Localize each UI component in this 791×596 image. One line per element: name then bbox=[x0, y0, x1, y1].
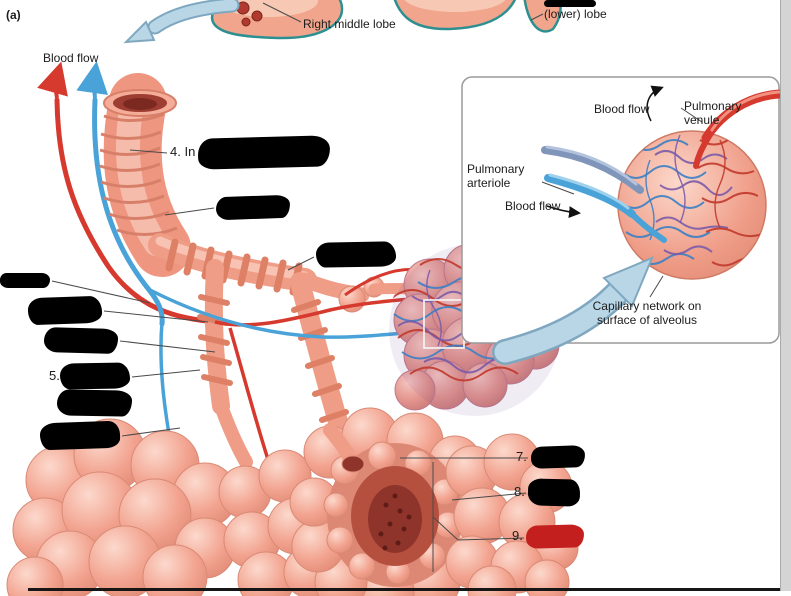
label-inset-blood-flow-bottom: Blood flow bbox=[505, 199, 561, 213]
label-capillary-network-caption: Capillary network on surface of alveolus bbox=[592, 299, 702, 328]
label-blood-flow-main: Blood flow bbox=[43, 51, 99, 65]
redacted-label bbox=[315, 241, 397, 268]
blood-flow-arrow-top bbox=[646, 85, 664, 122]
label-right-middle-lobe: Right middle lobe bbox=[303, 17, 396, 31]
alveolar-cluster-left bbox=[6, 418, 238, 596]
redacted-label bbox=[527, 478, 581, 507]
page-edge-line bbox=[780, 0, 781, 591]
inset-box bbox=[461, 76, 784, 344]
leader-lines bbox=[51, 2, 544, 572]
redacted-label bbox=[215, 194, 291, 221]
blood-flow-arrow-bottom bbox=[546, 205, 581, 219]
redacted-label bbox=[43, 327, 119, 354]
label-lower-lobe: (lower) lobe bbox=[544, 7, 607, 21]
label-item-9: 9. bbox=[512, 528, 523, 543]
zoom-arrow-inset bbox=[492, 256, 654, 365]
pulmonary-vessels bbox=[54, 97, 218, 327]
redacted-label-red bbox=[525, 524, 585, 549]
scrollbar-strip[interactable] bbox=[781, 0, 791, 591]
redacted-label bbox=[197, 135, 331, 170]
redacted-label bbox=[27, 295, 103, 326]
zoom-arrow-top bbox=[123, 0, 240, 44]
redacted-label bbox=[59, 362, 131, 390]
label-pulmonary-venule: Pulmonary venule bbox=[684, 99, 742, 128]
panel-label: (a) bbox=[6, 8, 21, 22]
redacted-label bbox=[530, 445, 586, 469]
redacted-label bbox=[56, 389, 133, 417]
label-inset-blood-flow-top: Blood flow bbox=[594, 102, 650, 116]
redacted-label bbox=[39, 420, 121, 451]
redacted-label bbox=[544, 0, 596, 7]
blood-flow-arrows-main bbox=[37, 61, 109, 99]
bronchial-tree bbox=[99, 73, 432, 469]
label-item-5: 5. bbox=[49, 368, 60, 383]
inset-capillary-mesh bbox=[619, 134, 763, 267]
label-item-8: 8. bbox=[514, 484, 525, 499]
label-pulmonary-arteriole: Pulmonary arteriole bbox=[467, 162, 525, 191]
pulmonary-arteriole-vessel bbox=[541, 146, 644, 194]
bottom-rule bbox=[28, 588, 780, 591]
redacted-label bbox=[0, 273, 50, 288]
label-item-7: 7. bbox=[516, 449, 527, 464]
lung-overview-cutoff bbox=[210, 0, 562, 40]
label-item-4: 4. In bbox=[170, 144, 196, 159]
